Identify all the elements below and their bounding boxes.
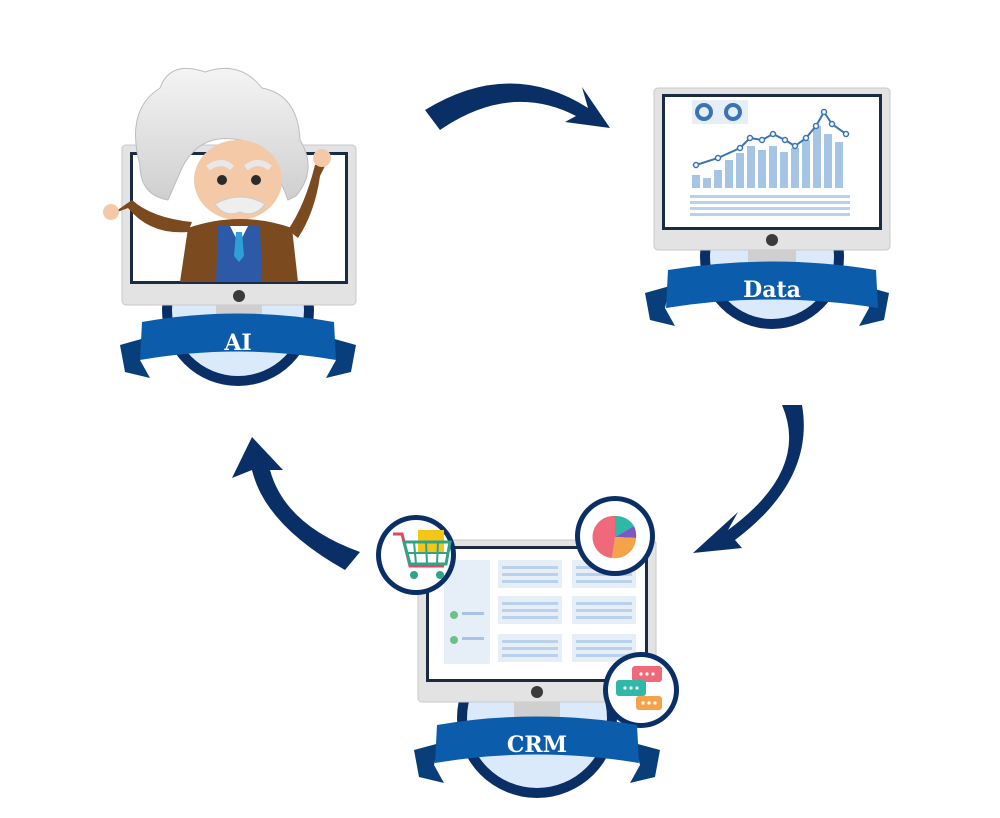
- crm-label: CRM: [507, 732, 567, 758]
- ai-ribbon: AI: [120, 313, 356, 378]
- data-label: Data: [743, 277, 801, 303]
- chat-bubbles-icon: [603, 652, 679, 728]
- arrow-crm-to-ai: [232, 437, 360, 570]
- arrow-ai-to-data: [425, 83, 610, 130]
- shopping-cart-icon: [376, 515, 456, 595]
- ai-label: AI: [223, 330, 251, 356]
- ai-node: AI: [103, 67, 357, 386]
- pie-chart-icon: [575, 496, 655, 576]
- data-ribbon: Data: [645, 261, 889, 326]
- arrow-data-to-crm: [693, 405, 804, 553]
- crm-node: CRM: [376, 496, 679, 798]
- donut-chart-icon: [692, 100, 748, 124]
- data-node: Data: [645, 87, 891, 329]
- einstein-mascot-icon: [103, 67, 331, 282]
- crm-ribbon: CRM: [414, 716, 660, 783]
- data-bar-chart: [690, 108, 850, 216]
